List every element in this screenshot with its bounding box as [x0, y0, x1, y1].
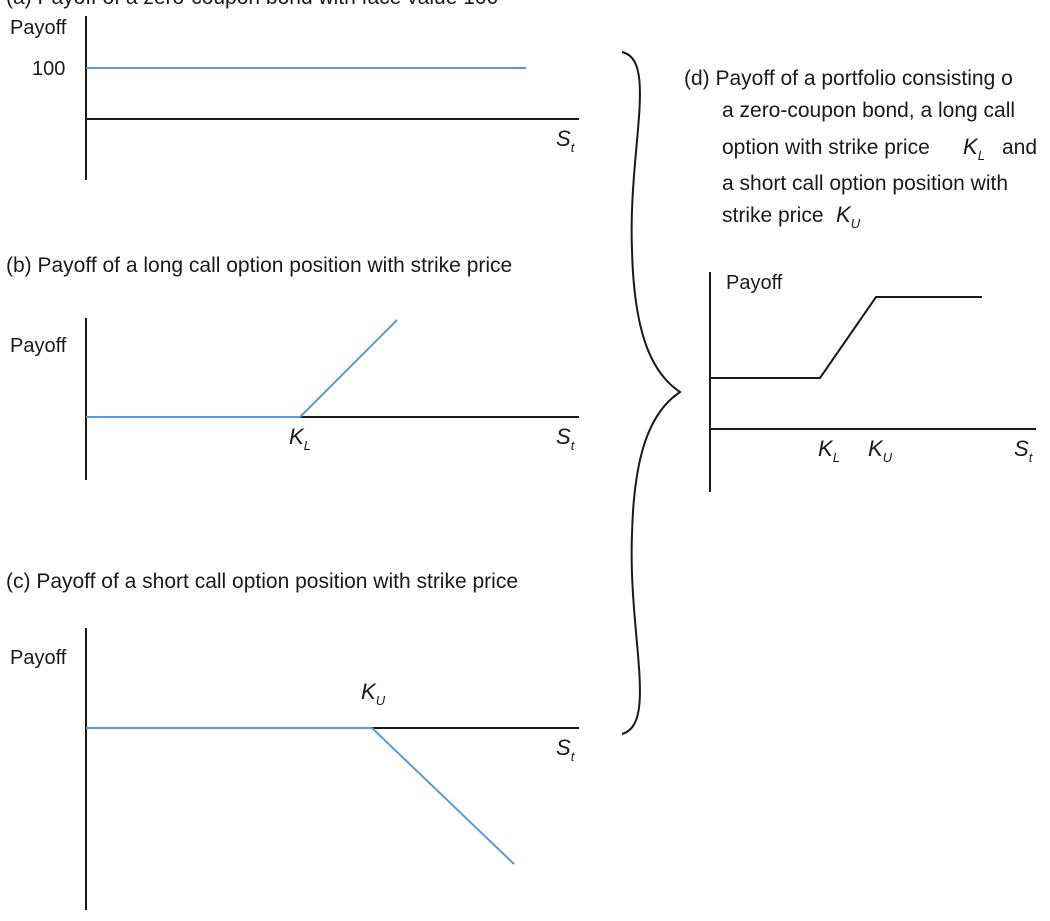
- panel-d-caption-line-1: (d) Payoff of a portfolio consisting o: [684, 67, 1013, 90]
- panel-d-strike-u-label: KU: [868, 436, 893, 465]
- panel-a-tick-label: 100: [32, 58, 65, 80]
- panel-d-portfolio-payoff-line: [710, 296, 982, 379]
- panel-d-caption-line-2: a zero-coupon bond, a long call: [722, 99, 1015, 122]
- curly-brace: [621, 51, 682, 735]
- panel-c: (c) Payoff of a short call option positi…: [6, 570, 579, 910]
- panel-d-caption-and: and: [1002, 136, 1037, 159]
- panel-d-caption-line-3: option with strike price: [722, 136, 930, 159]
- panel-b-rising-payoff-line: [299, 319, 398, 418]
- panel-b: (b) Payoff of a long call option positio…: [6, 254, 579, 480]
- panel-b-strike-label: KL: [289, 424, 311, 453]
- panel-d-inline-strike-u: KU: [836, 202, 861, 231]
- panel-c-falling-payoff-line: [371, 727, 515, 865]
- panel-d-strike-l-label: KL: [818, 436, 840, 465]
- panel-d: (d) Payoff of a portfolio consisting o a…: [684, 67, 1037, 492]
- panel-d-caption-line-5: strike price: [722, 204, 824, 227]
- panel-b-y-label: Payoff: [10, 335, 67, 357]
- panel-d-inline-strike-l: KL: [963, 134, 985, 163]
- panel-a-caption: (a) Payoff of a zero-coupon bond with fa…: [6, 0, 498, 9]
- panel-d-x-label: St: [1014, 436, 1034, 465]
- panel-c-y-label: Payoff: [10, 647, 67, 669]
- panel-c-caption: (c) Payoff of a short call option positi…: [6, 570, 518, 593]
- panel-a-x-label: St: [556, 126, 576, 155]
- panel-a-y-label: Payoff: [10, 17, 67, 39]
- panel-c-strike-label: KU: [361, 679, 386, 708]
- panel-c-x-label: St: [556, 735, 576, 764]
- panel-d-caption-line-4: a short call option position with: [722, 172, 1008, 195]
- panel-b-caption: (b) Payoff of a long call option positio…: [6, 254, 512, 277]
- panel-a: (a) Payoff of a zero-coupon bond with fa…: [6, 0, 579, 180]
- panel-d-y-label: Payoff: [726, 272, 783, 294]
- panel-b-x-label: St: [556, 424, 576, 453]
